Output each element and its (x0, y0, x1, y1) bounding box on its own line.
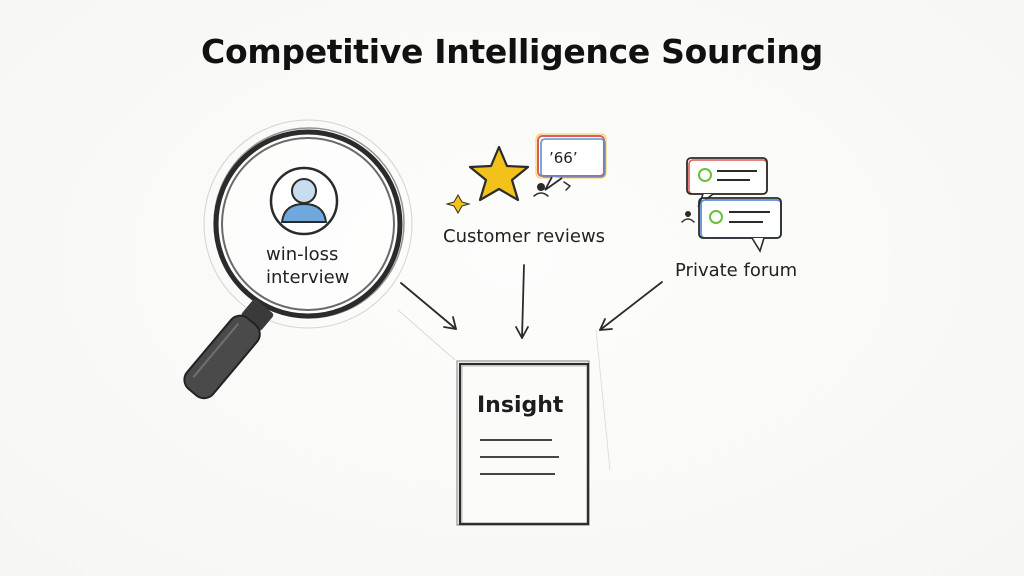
private-forum-label: Private forum (675, 260, 797, 281)
magnifier-person-icon (183, 119, 413, 400)
avatar-icon (269, 166, 339, 236)
diagram-title: Competitive Intelligence Sourcing (201, 32, 823, 71)
win-loss-label-line2: interview (266, 267, 349, 288)
arrow-from-win-loss (400, 282, 457, 330)
bubble-quote-text: ’66’ (549, 149, 578, 167)
insight-label: Insight (477, 393, 564, 418)
document-icon (456, 360, 590, 526)
customer-reviews-label: Customer reviews (443, 226, 605, 247)
star-speech-icon: ’66’ (445, 133, 607, 215)
arrow-from-private-forum (599, 281, 663, 331)
arrow-from-customer-reviews (515, 264, 529, 339)
chat-bubbles-icon (681, 157, 782, 253)
win-loss-label-line1: win-loss (266, 244, 338, 265)
